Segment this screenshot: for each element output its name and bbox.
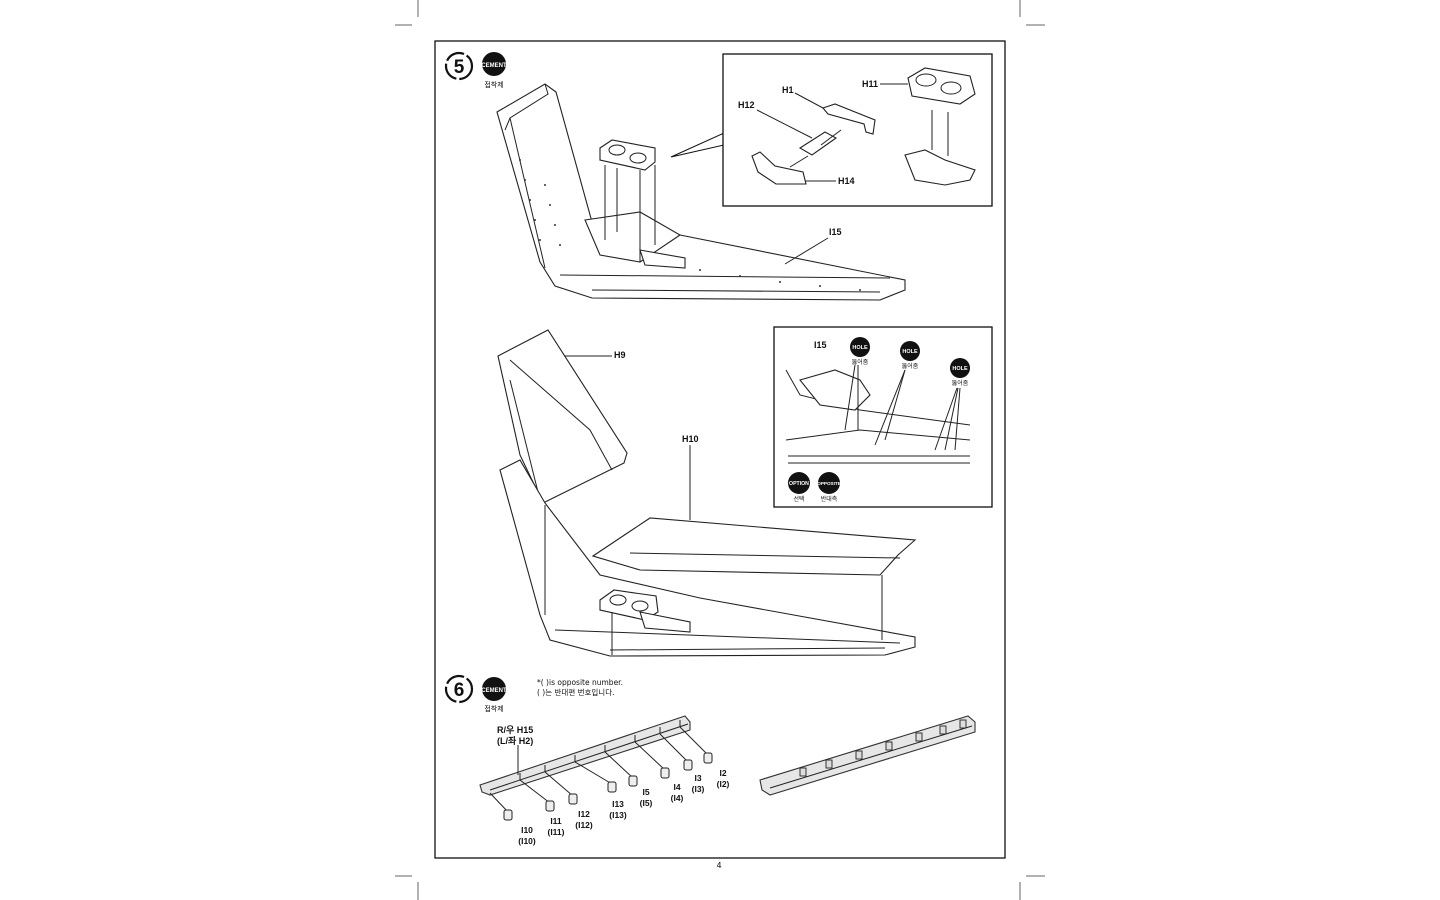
svg-text:뚫어줌: 뚫어줌 (852, 358, 869, 366)
svg-text:(I13): (I13) (609, 810, 627, 820)
step5-tail-assembly: I15 (496, 83, 906, 301)
svg-text:접착제: 접착제 (484, 81, 503, 89)
callout-pointer (670, 132, 725, 158)
svg-text:(I10): (I10) (518, 836, 536, 846)
svg-text:(I3): (I3) (692, 784, 705, 794)
hole-detail-inset: I15 HOLE 뚫어줌 HOLE 뚫어줌 HOLE 뚫어줌 OPTION 선택 (773, 326, 993, 508)
svg-text:HOLE: HOLE (902, 349, 918, 355)
svg-text:I5: I5 (642, 787, 649, 797)
svg-text:뚫어줌: 뚫어줌 (952, 379, 969, 387)
hole-icon: HOLE 뚫어줌 (950, 358, 970, 387)
svg-text:반대측: 반대측 (821, 495, 838, 503)
page-number: 4 (716, 861, 721, 870)
part-label-i5: I5 (I5) (640, 787, 653, 808)
step6-strip-assembly: R/우 H15 (L/좌 H2) I10 (I10) I11 (I11) I12… (479, 715, 730, 846)
cement-badge-step5: CEMENT 접착제 (481, 52, 507, 89)
page-frame (434, 40, 1006, 859)
svg-text:접착제: 접착제 (484, 705, 503, 713)
strip-label-r: R/우 H15 (497, 725, 533, 735)
svg-text:6: 6 (454, 680, 465, 701)
svg-text:선택: 선택 (793, 495, 804, 503)
opposite-icon: OPPOSITE 반대측 (817, 472, 841, 503)
svg-text:5: 5 (454, 57, 465, 78)
svg-text:I3: I3 (694, 773, 701, 783)
step-5-number: 5 (444, 51, 474, 81)
svg-text:HOLE: HOLE (952, 366, 968, 372)
part-label-i2: I2 (I2) (717, 768, 730, 789)
opposite-note-ko: ( )는 반대편 번호입니다. (537, 687, 615, 697)
hole-icon: HOLE 뚫어줌 (850, 337, 870, 366)
part-label-i4: I4 (I4) (671, 782, 684, 803)
part-label-i3: I3 (I3) (692, 773, 705, 794)
step5-detail-inset: H1 H12 H14 H11 (722, 53, 993, 207)
svg-text:H10: H10 (682, 434, 699, 444)
step5-stabilizer-assembly: H9 H10 (497, 329, 917, 657)
svg-text:H9: H9 (614, 350, 626, 360)
cement-icon (482, 52, 506, 76)
svg-text:I15: I15 (814, 340, 827, 350)
opposite-note-en: *( )is opposite number. (537, 678, 623, 687)
part-label-i10: I10 (I10) (518, 825, 536, 846)
svg-text:H12: H12 (738, 100, 755, 110)
svg-text:(I4): (I4) (671, 793, 684, 803)
svg-text:I13: I13 (612, 799, 624, 809)
svg-text:I10: I10 (521, 825, 533, 835)
svg-text:I11: I11 (550, 816, 562, 826)
svg-text:CEMENT: CEMENT (481, 688, 507, 694)
cement-icon (482, 677, 506, 701)
part-label-i11: I11 (I11) (547, 816, 564, 837)
option-icon: OPTION 선택 (788, 472, 810, 503)
svg-text:CEMENT: CEMENT (481, 63, 507, 69)
svg-text:I15: I15 (829, 227, 842, 237)
strip-label-l: (L/좌 H2) (497, 735, 533, 746)
cement-badge-step6: CEMENT 접착제 (481, 677, 507, 713)
svg-text:HOLE: HOLE (852, 345, 868, 351)
svg-text:OPTION: OPTION (789, 481, 809, 487)
svg-text:뚫어줌: 뚫어줌 (902, 362, 919, 370)
part-label-i12: I12 (I12) (575, 809, 593, 830)
svg-text:H1: H1 (782, 85, 794, 95)
svg-text:OPPOSITE: OPPOSITE (817, 481, 841, 486)
svg-text:I2: I2 (719, 768, 726, 778)
svg-text:H14: H14 (838, 176, 855, 186)
svg-text:I4: I4 (673, 782, 680, 792)
hole-icon: HOLE 뚫어줌 (900, 341, 920, 370)
svg-text:(I5): (I5) (640, 798, 653, 808)
svg-text:H11: H11 (862, 79, 878, 89)
svg-text:(I12): (I12) (575, 820, 593, 830)
step6-completed-strip (759, 715, 976, 796)
crop-marks (395, 0, 1045, 900)
step-6-number: 6 (444, 674, 474, 704)
svg-text:I12: I12 (578, 809, 590, 819)
svg-text:(I2): (I2) (717, 779, 730, 789)
part-label-i13: I13 (I13) (609, 799, 627, 820)
svg-text:(I11): (I11) (547, 827, 564, 837)
